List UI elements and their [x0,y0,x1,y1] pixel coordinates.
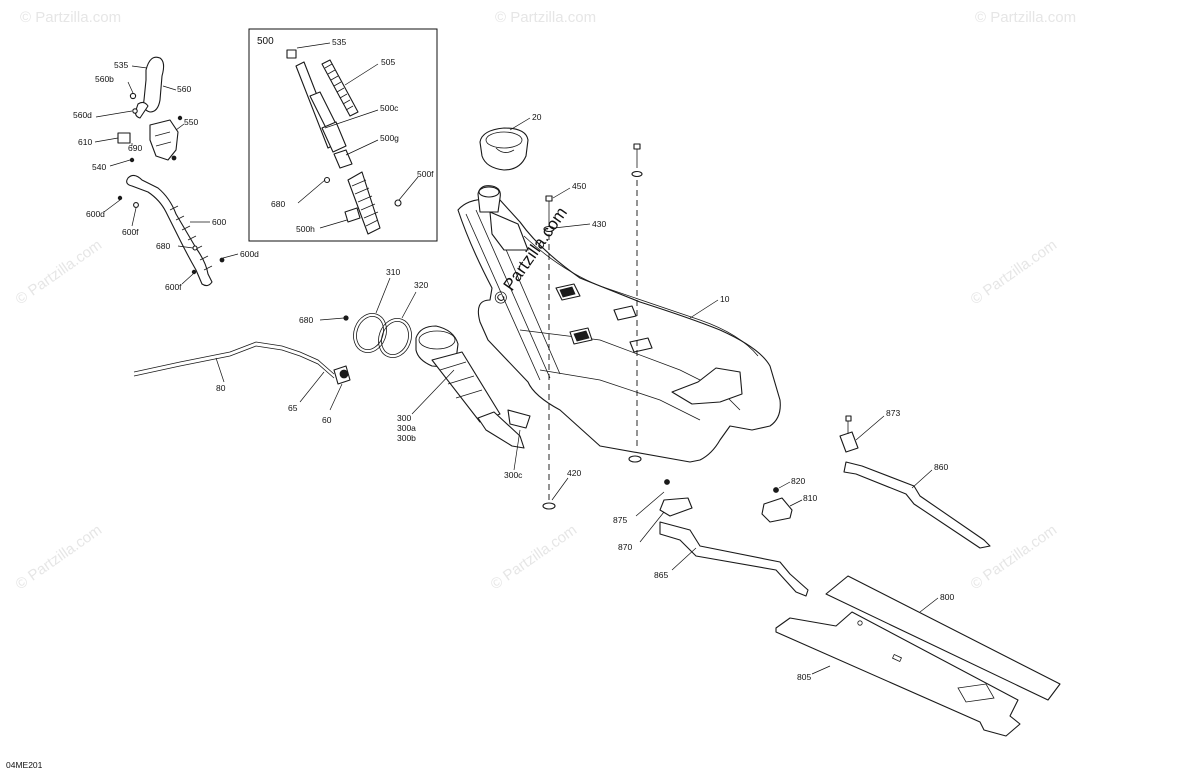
callout-500h: 500h [296,224,315,234]
callout-500g: 500g [380,133,399,143]
callout-65: 65 [288,403,298,413]
diagram-id: 04ME201 [6,760,43,770]
callout-500c: 500c [380,103,399,113]
callout-870: 870 [618,542,632,552]
plates: 800 805 [775,575,1061,737]
callout-535: 535 [114,60,128,70]
gaskets: 310 320 680 [299,267,428,358]
callout-600d: 600d [86,209,105,219]
callout-60: 60 [322,415,332,425]
callout-540: 540 [92,162,106,172]
callout-600f: 600f [165,282,182,292]
callout-680: 680 [156,241,170,251]
fuel-tank: 20 10 [457,112,781,463]
callout-873: 873 [886,408,900,418]
callout-320: 320 [414,280,428,290]
clip-810: 820 810 [761,476,817,523]
strap-860: 873 860 [839,408,991,549]
callout-500f: 500f [417,169,434,179]
watermark: © Partzilla.com [488,521,581,593]
bumper-420: 420 [542,468,581,510]
callout-560: 560 [177,84,191,94]
callout-865: 865 [654,570,668,580]
watermark: © Partzilla.com [968,521,1061,593]
callout-600f: 600f [122,227,139,237]
watermark: © Partzilla.com [13,236,106,308]
callout-805: 805 [797,672,811,682]
spring-505 [321,59,359,117]
fuel-line: 80 65 60 [133,341,351,425]
callout-800: 800 [940,592,954,602]
callout-610: 610 [78,137,92,147]
callout-820: 820 [791,476,805,486]
callout-420: 420 [567,468,581,478]
strap-865: 875 870 865 [613,479,809,597]
callout-690: 690 [128,143,142,153]
callout-505: 505 [381,57,395,67]
callout-310: 310 [386,267,400,277]
callout-550: 550 [184,117,198,127]
watermark: © Partzilla.com [495,9,596,26]
callout-560d: 560d [73,110,92,120]
callout-875: 875 [613,515,627,525]
fuel-pump: 300 300a 300b 300c [397,325,531,480]
callout-680: 680 [271,199,285,209]
inset-frame [248,28,438,242]
callout-300b: 300b [397,433,416,443]
callout-300a: 300a [397,423,416,433]
callout-80: 80 [216,383,226,393]
callout-535: 535 [332,37,346,47]
vent-valve-group: 535 560b 560 560d 550 610 690 540 600 60… [73,56,259,292]
inset-500: 500 535 505 500c 500g 500f 680 [248,28,438,242]
callout-300c: 300c [504,470,523,480]
callout-600d: 600d [240,249,259,259]
callout-860: 860 [934,462,948,472]
callout-680: 680 [299,315,313,325]
bolt-450: 450 430 [543,181,606,233]
callout-20: 20 [532,112,542,122]
inset-title: 500 [257,36,274,47]
watermark: © Partzilla.com [13,521,106,593]
callout-810: 810 [803,493,817,503]
bolt-430-right [548,143,643,500]
callout-560b: 560b [95,74,114,84]
callout-450: 450 [572,181,586,191]
callout-10: 10 [720,294,730,304]
breather-valve-assembly [286,49,402,235]
callout-300: 300 [397,413,411,423]
watermark: © Partzilla.com [975,9,1076,26]
watermark: © Partzilla.com [968,236,1061,308]
watermark: © Partzilla.com [20,9,121,26]
callout-600: 600 [212,217,226,227]
callout-430: 430 [592,219,606,229]
